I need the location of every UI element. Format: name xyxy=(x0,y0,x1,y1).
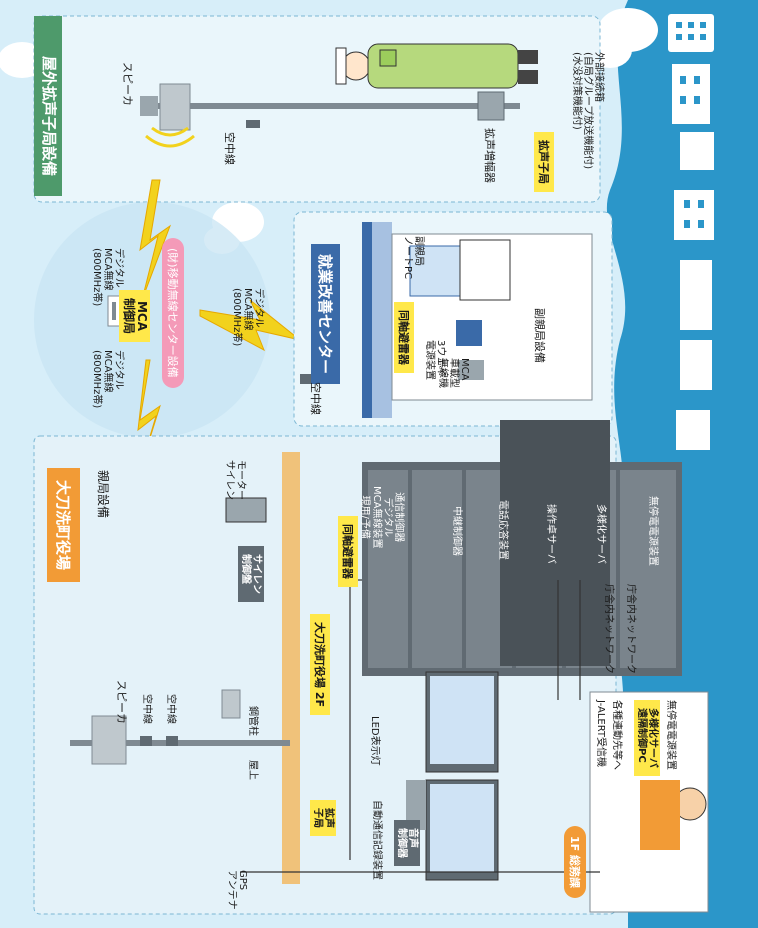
outdoor-speaker-horn xyxy=(159,83,191,131)
general-affairs-title: 1F 総務課 xyxy=(564,826,586,898)
outdoor-amplifier-box xyxy=(477,91,505,121)
townhall-speaker-label: スピーカ xyxy=(115,680,128,724)
outdoor-cabinet-note: 外部接続箱 (自局グループ放送機能付) (水没対策機能付) xyxy=(570,52,604,170)
siren-control-panel: サイレン 制御盤 xyxy=(237,546,264,602)
siren-device xyxy=(225,497,267,523)
led-indicator-label: LED表示灯 xyxy=(369,716,380,766)
jalert-receiver: J-ALERT受信機 xyxy=(595,700,606,768)
mca-center-name: (財)移動無線センター設備 xyxy=(162,238,184,388)
outdoor-antenna-label: 空中線 xyxy=(223,132,236,165)
townhall-coax-badge: 同軸避雷器 xyxy=(338,516,358,587)
outdoor-amplifier-label: 拡声増幅器 xyxy=(483,128,496,183)
townhall-title: 大刀洗町役場 xyxy=(47,468,80,583)
city-windows xyxy=(676,22,706,228)
rack-unit-ups: 無停電電源装置 xyxy=(647,496,658,566)
worker-figure xyxy=(335,43,538,89)
outdoor-substation-badge: 拡声子局 xyxy=(534,132,554,192)
mca-coverage-circle xyxy=(34,202,270,438)
mca-control-station: MCA 制御局 xyxy=(119,290,150,343)
rack-unit-phone: 電話応答装置 xyxy=(497,500,508,560)
ups-office: 無停電電源装置 xyxy=(665,700,676,770)
rack-unit-comm: 通信制御器 デジタル MCA無線装置 現用/予備 xyxy=(359,486,404,549)
rack-unit-relay: 中継制御器 xyxy=(451,506,462,556)
employment-title: 就業改善センター xyxy=(311,244,340,385)
network-label-2: 庁舎内ネットワーク xyxy=(625,584,636,674)
townhall-pole-label: 鋼管柱 xyxy=(247,706,258,736)
connection-lines xyxy=(240,579,600,873)
outdoor-title: 屋外拡声子局設備 xyxy=(40,56,58,177)
remote-control-pc: 多様化サーバ 遠隔制御PC xyxy=(633,700,660,776)
employment-power-label: 3ウェイ 電源装置 xyxy=(423,340,446,380)
outdoor-header-bar xyxy=(34,16,62,196)
townhall-roof-label: 屋上 xyxy=(247,760,258,780)
network-label-1: 庁舎内ネットワーク xyxy=(603,584,614,674)
auto-recorder-label: 自動通信記録装置 xyxy=(371,800,382,880)
townhall-antenna-2: 空中線 xyxy=(165,694,176,724)
rack-unit-console-server: 操作卓サーバ xyxy=(545,504,556,564)
console-desk xyxy=(500,420,610,666)
employment-sub-pc: 副親局 ノートPC xyxy=(401,236,424,280)
townhall-floor-2f: 大刀洗町役場 2F xyxy=(310,614,330,715)
outdoor-speaker-label: スピーカ xyxy=(121,62,134,106)
employment-sub-equipment: 副親局設備 xyxy=(533,308,546,363)
employment-antenna-label: 空中線 xyxy=(309,382,322,415)
linked-destinations: 各種連動先等へ xyxy=(611,700,622,770)
siren-label: モーター サイレン xyxy=(223,460,246,500)
gps-antenna-label: GPS アンテナ xyxy=(225,870,248,910)
employment-coax-badge: 同軸避雷器 xyxy=(394,302,414,373)
townhall-antenna-1: 空中線 xyxy=(141,694,152,724)
steel-pole-stripe xyxy=(282,452,300,884)
outdoor-pole xyxy=(150,103,520,109)
mca-link-label-2: デジタル MCA無線 (800MHz帯) xyxy=(230,288,264,347)
mca-link-label-3: デジタル MCA無線 (800MHz帯) xyxy=(90,350,124,409)
audio-controller-label: 音声 制御器 xyxy=(393,820,420,866)
townhall-substation-badge: 拡声 子局 xyxy=(309,800,336,836)
townhall-master-equipment: 親局設備 xyxy=(96,470,110,519)
rack-unit-diversify-server: 多様化サーバ xyxy=(595,504,606,564)
